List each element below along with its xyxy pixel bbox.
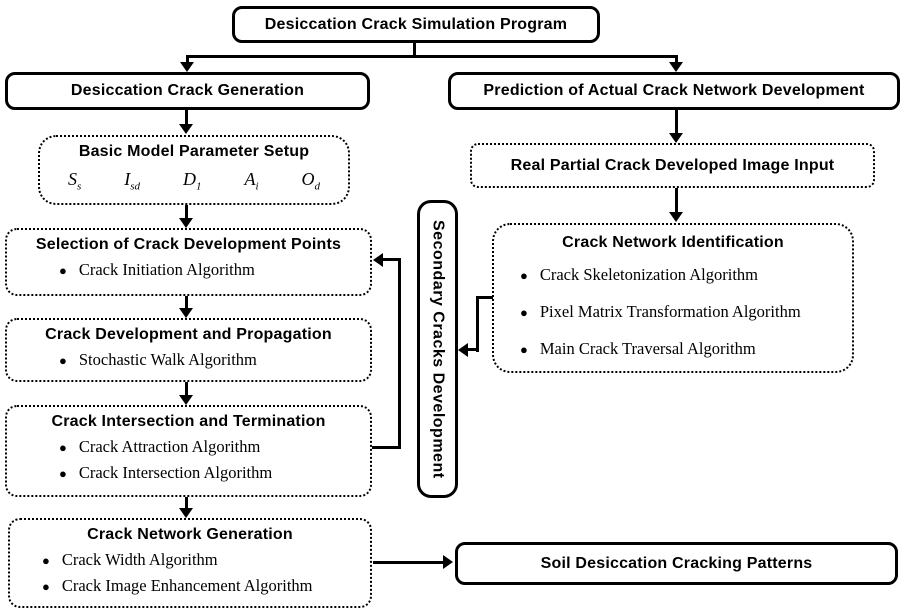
bullet-icon: ● [59, 439, 67, 455]
bullet-label: Crack Width Algorithm [61, 550, 218, 569]
bullet-item: ● Main Crack Traversal Algorithm [494, 339, 852, 359]
bullet-icon: ● [42, 578, 50, 594]
param-setup-title: Basic Model Parameter Setup [78, 143, 310, 160]
step-development-box: Crack Development and Propagation ● Stoc… [5, 318, 372, 382]
connector-right-drop [675, 55, 678, 63]
loop-line-top [383, 258, 401, 261]
bullet-label: Crack Initiation Algorithm [78, 260, 255, 279]
bullet-label: Crack Intersection Algorithm [78, 463, 273, 482]
step-network-generation-box: Crack Network Generation ● Crack Width A… [8, 518, 372, 608]
parameter-ss: Ss [68, 169, 82, 193]
arrow-network-to-patterns [373, 561, 445, 564]
arrow-params-to-selection [185, 205, 188, 219]
connector-left-drop [186, 55, 189, 63]
arrowhead-to-secondary-cracks [458, 343, 468, 357]
bullet-label: Stochastic Walk Algorithm [78, 350, 257, 369]
bullet-icon: ● [59, 262, 67, 278]
bullet-icon: ● [520, 341, 528, 357]
bullet-label: Crack Skeletonization Algorithm [539, 265, 758, 284]
ident-elbow-vertical [476, 296, 479, 352]
arrowhead-network-to-patterns [443, 555, 453, 569]
arrow-selection-to-development [185, 296, 188, 309]
param-setup-box: Basic Model Parameter Setup Ss Isd D1 Ai… [38, 135, 350, 205]
arrowhead-development-to-intersection [179, 395, 193, 405]
arrow-intersection-to-network [185, 497, 188, 509]
arrowhead-params-to-selection [179, 218, 193, 228]
bullet-label: Crack Image Enhancement Algorithm [61, 576, 313, 595]
right-branch-header: Prediction of Actual Crack Network Devel… [448, 72, 900, 110]
arrow-header-to-input [675, 110, 678, 134]
bullet-icon: ● [42, 552, 50, 568]
ident-elbow-bottom [468, 348, 479, 351]
connector-title-stub [413, 41, 416, 56]
arrowhead-down-right-branch [669, 62, 683, 72]
bullet-item: ● Crack Width Algorithm [10, 550, 370, 570]
bullet-label: Crack Attraction Algorithm [78, 437, 261, 456]
title-box: Desiccation Crack Simulation Program [232, 6, 600, 43]
parameter-ai: Ai [244, 169, 259, 193]
arrowhead-header-to-params [179, 124, 193, 134]
bullet-item: ● Pixel Matrix Transformation Algorithm [494, 302, 852, 322]
output-patterns-box: Soil Desiccation Cracking Patterns [455, 542, 898, 585]
ident-elbow-top [476, 296, 493, 299]
arrowhead-input-to-identification [669, 212, 683, 222]
bullet-label: Pixel Matrix Transformation Algorithm [539, 302, 801, 321]
secondary-cracks-label: Secondary Cracks Development [429, 219, 447, 479]
connector-split-line [186, 55, 678, 58]
identification-title: Crack Network Identification [562, 234, 784, 251]
bullet-label: Main Crack Traversal Algorithm [539, 339, 756, 358]
bullet-item: ● Crack Intersection Algorithm [7, 463, 370, 483]
arrowhead-header-to-input [669, 133, 683, 143]
arrow-header-to-params [185, 110, 188, 125]
right-branch-header-label: Prediction of Actual Crack Network Devel… [483, 82, 865, 99]
output-patterns-label: Soil Desiccation Cracking Patterns [540, 554, 813, 572]
image-input-box: Real Partial Crack Developed Image Input [470, 143, 875, 188]
bullet-item: ● Crack Attraction Algorithm [7, 437, 370, 457]
bullet-item: ● Crack Initiation Algorithm [7, 260, 370, 280]
parameter-od: Od [301, 169, 321, 193]
arrowhead-down-left-branch [180, 62, 194, 72]
parameter-d1: D1 [183, 169, 202, 193]
bullet-icon: ● [520, 267, 528, 283]
arrow-input-to-identification [675, 188, 678, 213]
parameter-list: Ss Isd D1 Ai Od [40, 161, 348, 193]
loop-line-vertical [398, 258, 401, 449]
step-development-title: Crack Development and Propagation [45, 326, 332, 343]
parameter-isd: Isd [124, 169, 141, 193]
bullet-icon: ● [59, 352, 67, 368]
step-selection-box: Selection of Crack Development Points ● … [5, 228, 372, 296]
arrowhead-loop-to-selection [373, 253, 383, 267]
diagram-title: Desiccation Crack Simulation Program [264, 15, 568, 33]
arrowhead-intersection-to-network [179, 508, 193, 518]
image-input-label: Real Partial Crack Developed Image Input [510, 156, 835, 174]
bullet-icon: ● [520, 304, 528, 320]
secondary-cracks-box: Secondary Cracks Development [417, 200, 458, 498]
left-branch-header-label: Desiccation Crack Generation [70, 82, 305, 99]
arrowhead-selection-to-development [179, 308, 193, 318]
bullet-item: ● Stochastic Walk Algorithm [7, 350, 370, 370]
left-branch-header: Desiccation Crack Generation [5, 72, 370, 110]
bullet-icon: ● [59, 465, 67, 481]
bullet-item: ● Crack Skeletonization Algorithm [494, 265, 852, 285]
identification-box: Crack Network Identification ● Crack Ske… [492, 223, 854, 373]
step-selection-title: Selection of Crack Development Points [35, 236, 342, 253]
step-network-generation-title: Crack Network Generation [87, 526, 293, 543]
loop-line-bottom [372, 446, 401, 449]
bullet-item: ● Crack Image Enhancement Algorithm [10, 576, 370, 596]
step-intersection-title: Crack Intersection and Termination [51, 413, 326, 430]
arrow-development-to-intersection [185, 382, 188, 396]
step-intersection-box: Crack Intersection and Termination ● Cra… [5, 405, 372, 497]
